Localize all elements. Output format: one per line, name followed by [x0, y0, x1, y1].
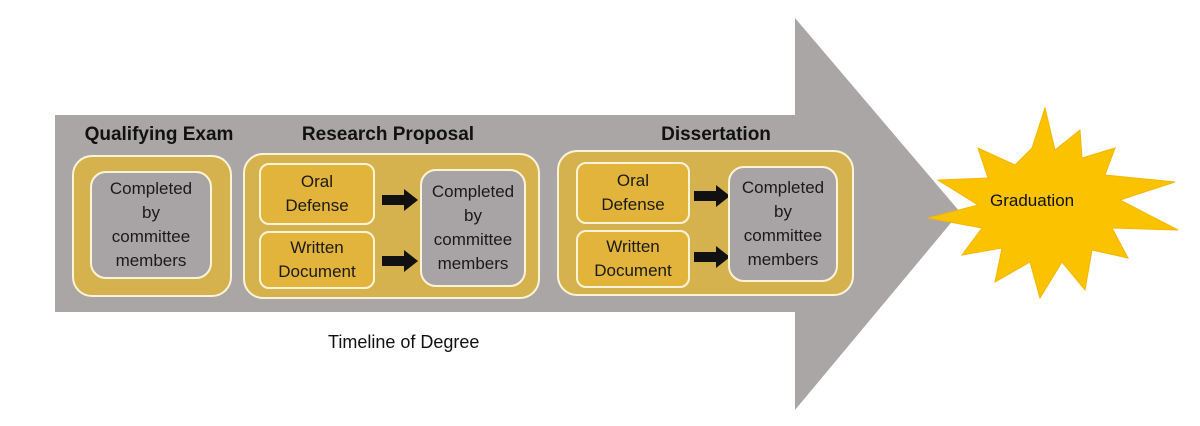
stage-title-dissertation: Dissertation [661, 124, 771, 145]
completed-by-committee-box: Completed by committee members [420, 169, 526, 287]
graduation-starburst [927, 106, 1179, 300]
arrow-right-icon [382, 250, 418, 272]
oral-defense-box: Oral Defense [259, 163, 375, 225]
oral-defense-box: Oral Defense [576, 162, 690, 224]
stage-title-qualifying-exam: Qualifying Exam [84, 124, 234, 145]
stage-panel-qualifying-exam: Completed by committee members [72, 155, 232, 297]
completed-by-committee-box: Completed by committee members [728, 166, 838, 282]
graduation-label: Graduation [990, 191, 1075, 210]
stage-panel-research-proposal: Oral Defense Written Document Completed … [243, 153, 540, 299]
stage-title-research-proposal: Research Proposal [301, 124, 475, 145]
arrow-right-icon [694, 185, 730, 207]
arrow-right-icon [382, 189, 418, 211]
completed-by-committee-box: Completed by committee members [90, 171, 212, 279]
arrow-right-icon [694, 246, 730, 268]
timeline-caption: Timeline of Degree [328, 332, 480, 352]
stage-panel-dissertation: Oral Defense Written Document Completed … [557, 150, 854, 296]
written-document-box: Written Document [259, 231, 375, 289]
written-document-box: Written Document [576, 230, 690, 288]
